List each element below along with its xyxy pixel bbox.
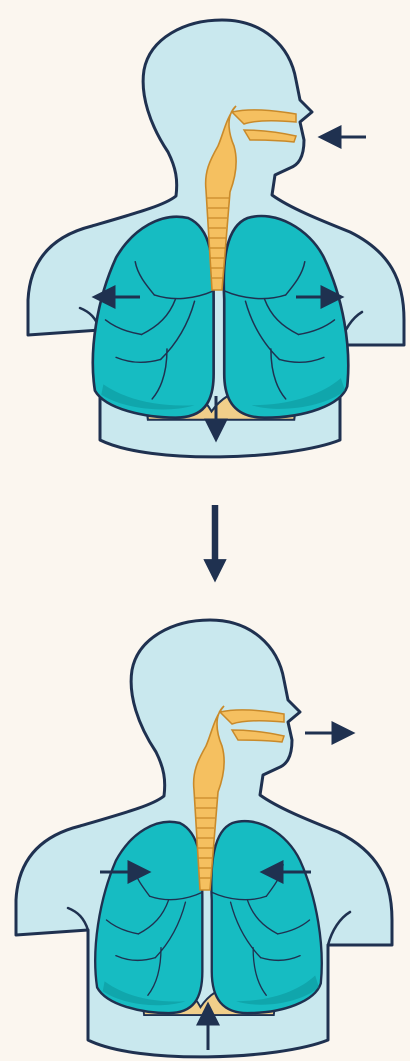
exhale-panel bbox=[16, 620, 392, 1057]
inhale-panel bbox=[28, 20, 404, 457]
